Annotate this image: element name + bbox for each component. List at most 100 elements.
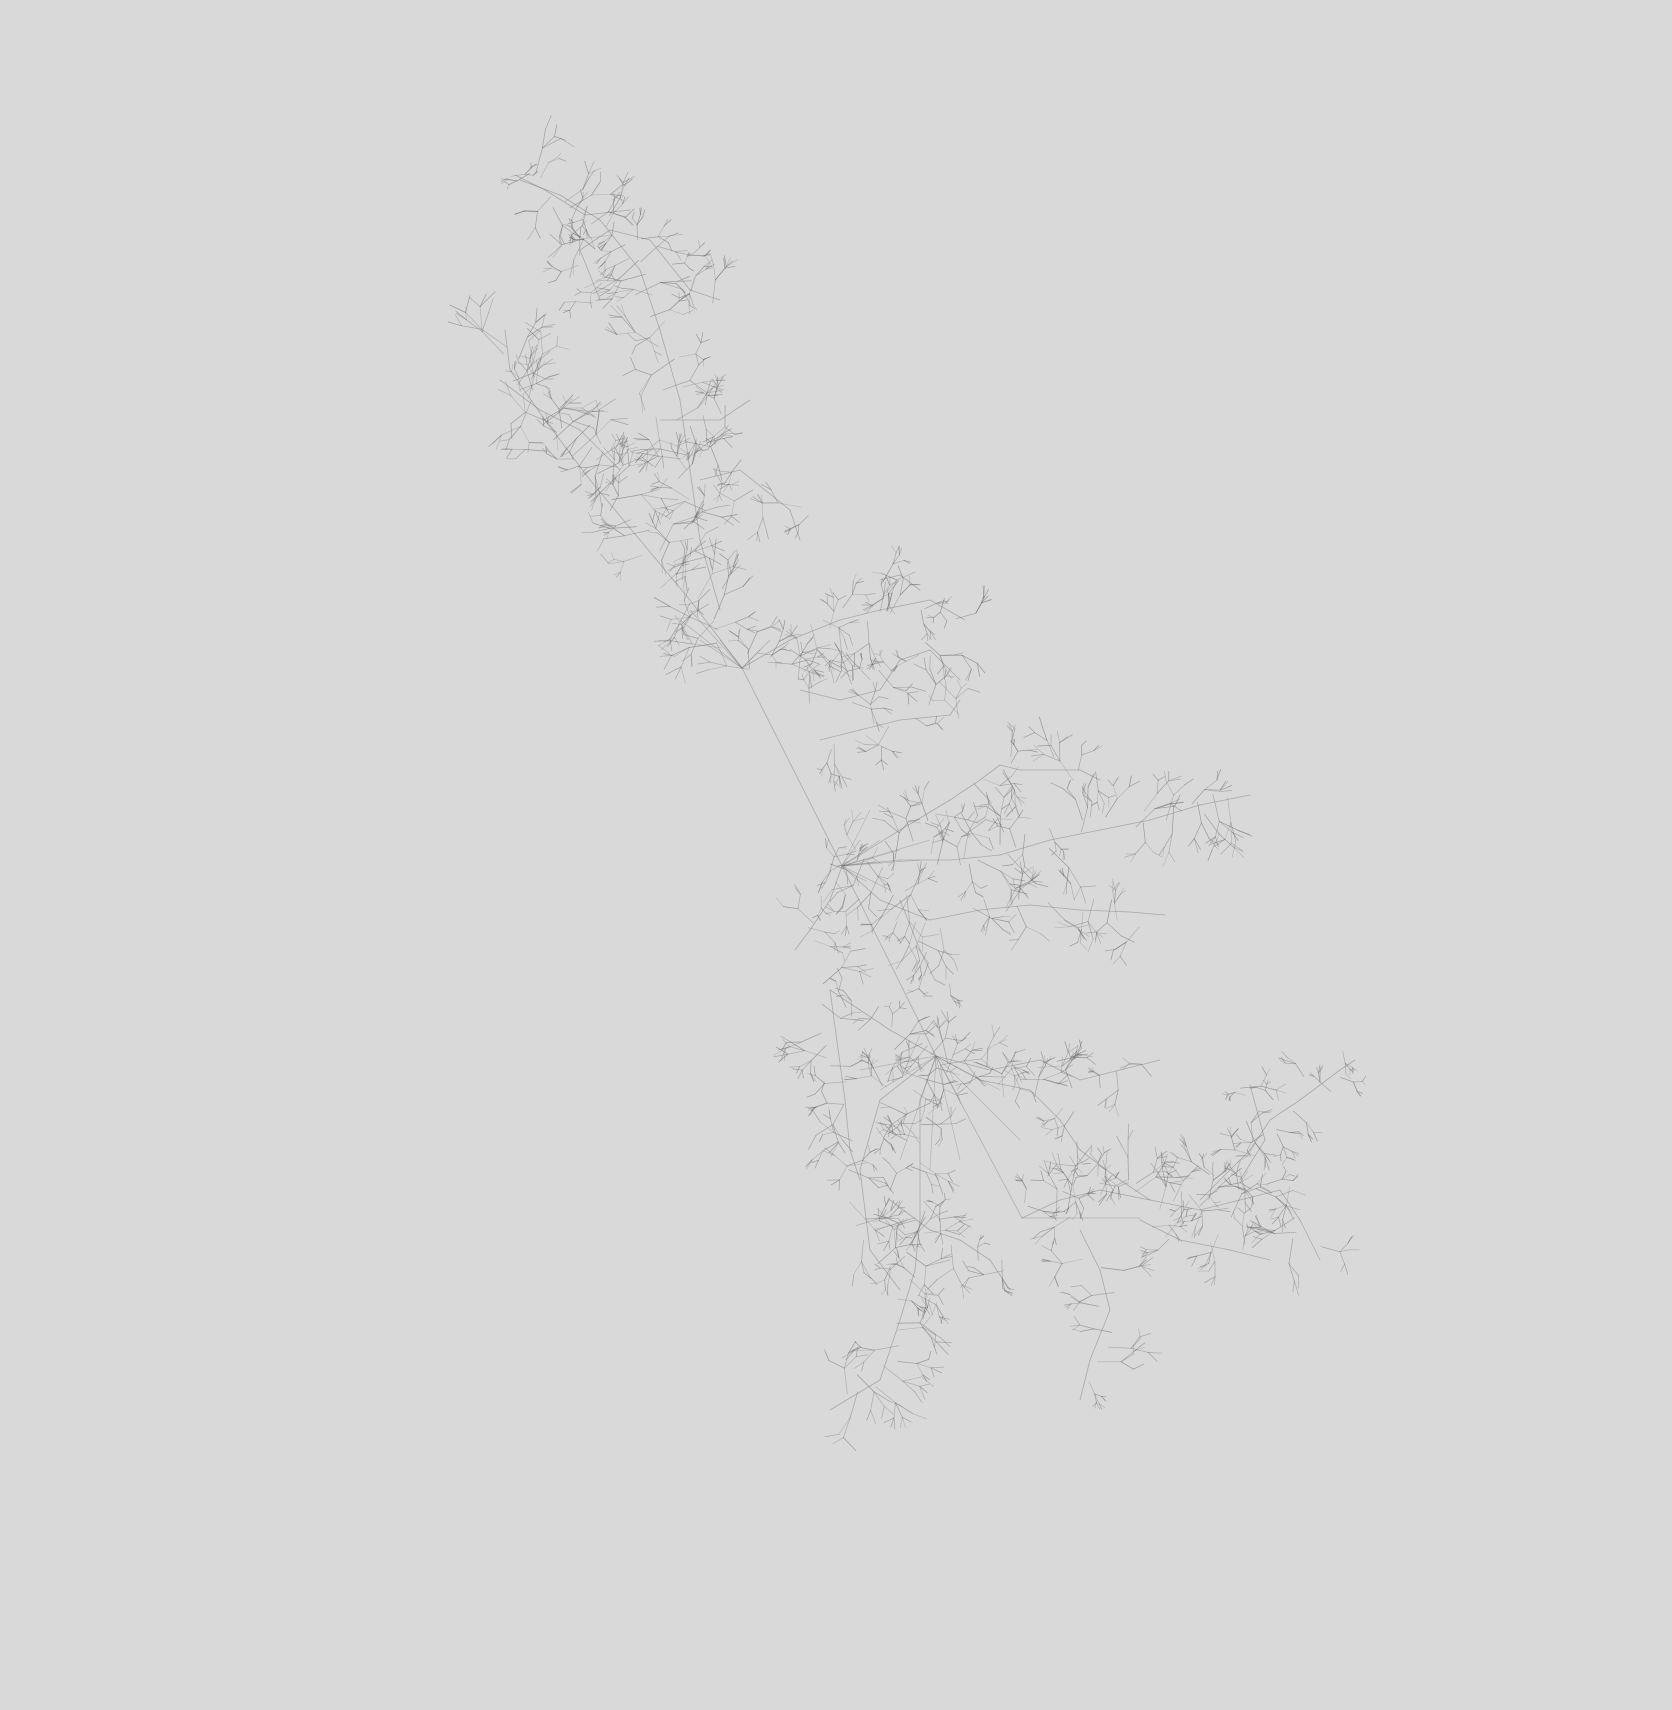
- graph-edge: [979, 1079, 1031, 1091]
- graph-edge: [737, 636, 749, 650]
- graph-edge: [683, 614, 692, 628]
- graph-edge: [807, 633, 816, 644]
- graph-edge: [684, 540, 688, 550]
- graph-edge: [583, 239, 596, 250]
- graph-edge: [619, 443, 629, 448]
- graph-edge: [904, 789, 909, 801]
- graph-edge: [1116, 1135, 1123, 1147]
- graph-edge: [935, 1055, 1021, 1141]
- graph-edge: [1095, 931, 1098, 941]
- graph-edge: [579, 465, 582, 485]
- graph-edge: [1250, 1122, 1254, 1143]
- graph-edge: [955, 698, 959, 719]
- graph-edge: [714, 267, 726, 281]
- graph-edge: [605, 525, 616, 527]
- graph-edge: [560, 138, 575, 148]
- graph-edge: [938, 681, 947, 689]
- graph-edge: [883, 1406, 894, 1415]
- graph-edge: [1066, 867, 1070, 884]
- graph-edge: [810, 624, 818, 650]
- graph-edge: [488, 434, 502, 447]
- graph-edge: [682, 653, 692, 662]
- graph-edge: [1092, 1402, 1097, 1407]
- graph-edge: [852, 1347, 862, 1351]
- graph-edge: [711, 378, 718, 387]
- graph-edge: [966, 1265, 975, 1269]
- graph-edge: [658, 481, 673, 489]
- graph-edge: [830, 1118, 835, 1133]
- graph-edge: [695, 391, 704, 394]
- graph-edge: [547, 391, 552, 400]
- graph-edge: [907, 691, 919, 694]
- graph-edge: [703, 483, 706, 496]
- graph-edge: [926, 723, 938, 727]
- graph-edge: [961, 1031, 971, 1041]
- graph-edge: [1076, 1141, 1078, 1158]
- graph-edge: [1207, 849, 1213, 861]
- graph-edge: [885, 841, 894, 854]
- graph-edge: [647, 448, 661, 463]
- graph-edge: [1043, 1058, 1053, 1063]
- graph-edge: [985, 927, 988, 936]
- graph-edge: [771, 648, 782, 656]
- graph-edge: [710, 446, 719, 466]
- graph-edge: [911, 960, 918, 972]
- graph-edge: [1286, 1157, 1296, 1161]
- graph-edge: [683, 634, 699, 639]
- graph-edge: [583, 234, 612, 240]
- graph-edge: [682, 451, 690, 458]
- graph-edge: [595, 400, 600, 415]
- graph-edge: [1169, 1182, 1182, 1185]
- graph-edge: [1010, 740, 1013, 757]
- graph-edge: [630, 356, 636, 370]
- graph-edge: [562, 407, 579, 412]
- graph-edge: [915, 945, 921, 961]
- graph-edge: [841, 865, 881, 901]
- graph-edge: [1079, 1359, 1091, 1401]
- graph-edge: [1230, 1126, 1232, 1138]
- graph-edge: [1197, 1225, 1203, 1236]
- graph-edge: [672, 516, 696, 525]
- graph-edge: [565, 394, 574, 404]
- graph-edge: [1105, 1169, 1107, 1183]
- graph-edge: [955, 688, 969, 700]
- graph-edge: [890, 1256, 905, 1270]
- graph-edge: [628, 463, 643, 467]
- graph-edge: [1230, 1128, 1239, 1137]
- graph-edge: [549, 233, 563, 246]
- graph-edge: [614, 258, 630, 266]
- graph-edge: [1064, 1041, 1069, 1053]
- graph-edge: [1014, 1088, 1021, 1102]
- graph-edge: [872, 1164, 875, 1172]
- graph-edge: [1013, 744, 1019, 752]
- graph-edge: [890, 1143, 894, 1151]
- graph-edge: [898, 1000, 901, 1009]
- graph-edge: [1280, 1154, 1282, 1162]
- graph-edge: [829, 892, 838, 902]
- graph-edge: [918, 988, 925, 994]
- graph-edge: [965, 881, 973, 892]
- graph-edge: [855, 1346, 859, 1357]
- graph-edge: [1012, 878, 1026, 882]
- graph-edge: [1066, 780, 1071, 789]
- graph-edge: [1099, 1182, 1107, 1185]
- graph-edge: [897, 1236, 907, 1241]
- graph-edge: [898, 1210, 903, 1216]
- graph-edge: [956, 1094, 962, 1105]
- graph-edge: [840, 1017, 854, 1020]
- graph-edge: [856, 751, 866, 753]
- graph-edge: [668, 538, 694, 543]
- graph-edge: [1150, 1162, 1158, 1172]
- graph-edge: [577, 410, 589, 416]
- graph-edge: [895, 1053, 902, 1059]
- graph-edge: [1306, 1122, 1309, 1135]
- graph-edge: [956, 846, 961, 866]
- graph-edge: [916, 1359, 929, 1364]
- graph-edge: [929, 599, 966, 621]
- graph-edge: [844, 1078, 857, 1081]
- graph-edge: [778, 1046, 791, 1051]
- graph-edge: [623, 435, 625, 449]
- graph-edge: [669, 606, 691, 618]
- graph-edge: [797, 893, 801, 910]
